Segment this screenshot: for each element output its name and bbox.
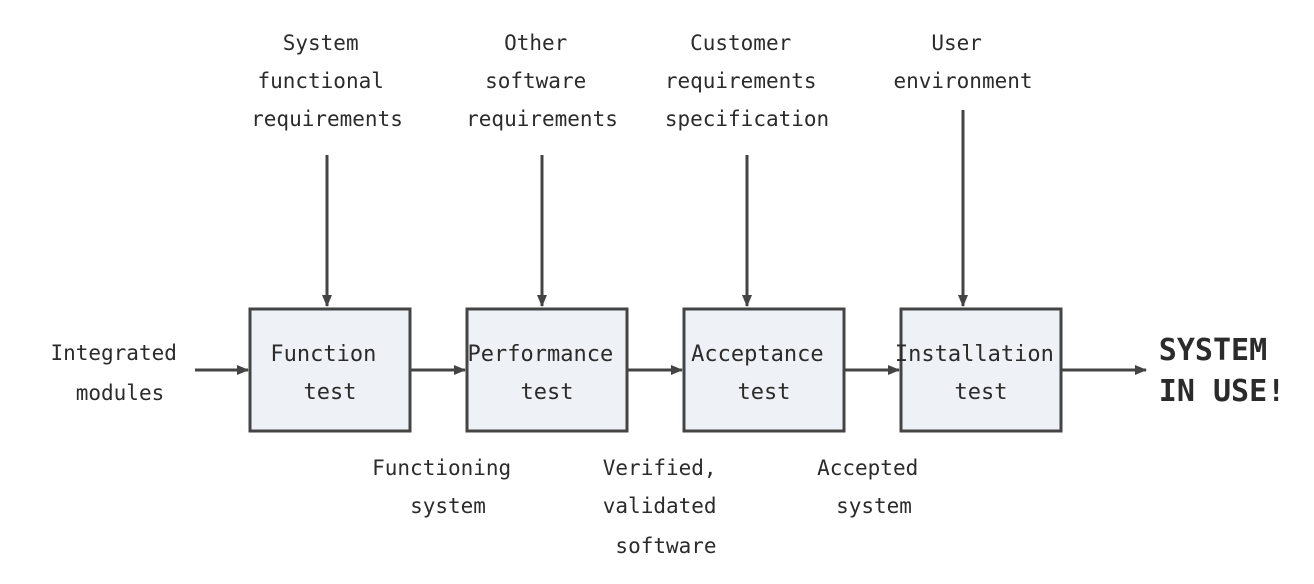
stage-installation-test: User environment Installation test: [893, 31, 1067, 433]
stage-box: [899, 307, 1063, 433]
stage-function-test: System functional requirements Function …: [248, 31, 412, 433]
requirement-label: Customer requirements specification: [665, 31, 829, 131]
final-output-label: SYSTEM IN USE!: [1159, 333, 1285, 409]
stage-acceptance-test: Customer requirements specification Acce…: [665, 31, 846, 433]
output-functioning-system: Functioning system: [372, 456, 524, 518]
stage-box: [465, 307, 629, 433]
stage-label: Acceptance test: [691, 342, 837, 405]
requirement-label: User environment: [893, 31, 1032, 93]
stage-label: Performance test: [468, 342, 627, 405]
stage-performance-test: Other software requirements Performance …: [465, 31, 629, 433]
stage-box: [682, 307, 846, 433]
input-label: Integrated modules: [50, 341, 189, 405]
stage-label: Installation test: [895, 342, 1067, 405]
requirement-label: Other software requirements: [466, 31, 618, 131]
stage-box: [248, 307, 412, 433]
output-verified-validated-software: Verified, validated software: [603, 456, 729, 558]
output-accepted-system: Accepted system: [817, 456, 931, 518]
stage-label: Function test: [270, 342, 389, 405]
requirement-label: System functional requirements: [251, 31, 403, 131]
